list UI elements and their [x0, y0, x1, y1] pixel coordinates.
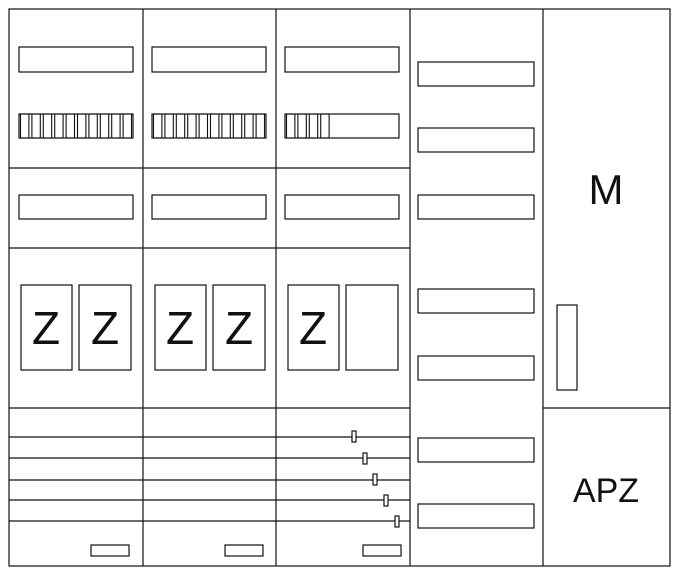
din-module [285, 113, 296, 139]
din-module [42, 113, 53, 139]
label-field [18, 46, 134, 73]
din-rail-strip [151, 113, 267, 139]
din-module [99, 113, 110, 139]
meter-labels: Z Z Z Z Z [32, 302, 327, 354]
main-switch-slot [556, 304, 578, 391]
label-field [151, 194, 267, 220]
label-field [417, 194, 535, 220]
meter-label: Z [225, 302, 253, 354]
busbar-tap [362, 452, 368, 465]
din-rail-strip [18, 113, 134, 139]
busbar-tap [372, 473, 378, 486]
din-module [320, 113, 330, 139]
din-module [209, 113, 220, 139]
label-field [417, 503, 535, 529]
din-module [88, 113, 98, 139]
din-module [54, 113, 64, 139]
din-module [244, 113, 254, 139]
din-module [65, 113, 76, 139]
meter-slot [154, 284, 207, 371]
board-frame [8, 8, 671, 567]
din-module [164, 113, 174, 139]
din-module [255, 113, 266, 139]
din-module [187, 113, 197, 139]
busbar-tap [383, 494, 389, 507]
terminal-marker [90, 544, 130, 557]
din-module [76, 113, 87, 139]
din-module [152, 113, 163, 139]
din-module [297, 113, 307, 139]
din-module [232, 113, 243, 139]
label-field [151, 46, 267, 73]
label-field [284, 194, 400, 220]
din-module [198, 113, 209, 139]
label-field [417, 437, 535, 463]
din-module [122, 113, 133, 139]
label-field [417, 288, 535, 314]
busbar-tap [394, 515, 400, 528]
meter-slot [212, 284, 266, 371]
meter-label: Z [166, 302, 194, 354]
meter-label: Z [91, 302, 119, 354]
label-field [417, 355, 535, 381]
meter-slot [287, 284, 340, 371]
meter-label: Z [32, 302, 60, 354]
din-module [175, 113, 186, 139]
din-rail-strip [284, 113, 400, 139]
terminal-marker [224, 544, 264, 557]
meter-slot [345, 284, 399, 371]
din-module [31, 113, 41, 139]
meter-slot [20, 284, 73, 371]
label-field [284, 46, 400, 73]
meter-slot [78, 284, 132, 371]
terminal-marker [362, 544, 402, 557]
panel-label-m: M [589, 166, 624, 213]
label-field [417, 61, 535, 87]
din-module [19, 113, 30, 139]
label-field [18, 194, 134, 220]
din-module [308, 113, 319, 139]
label-field [417, 127, 535, 153]
meter-label: Z [299, 302, 327, 354]
panel-label-apz: APZ [573, 472, 639, 510]
busbar-tap [351, 430, 357, 443]
din-module [221, 113, 231, 139]
din-module [111, 113, 121, 139]
